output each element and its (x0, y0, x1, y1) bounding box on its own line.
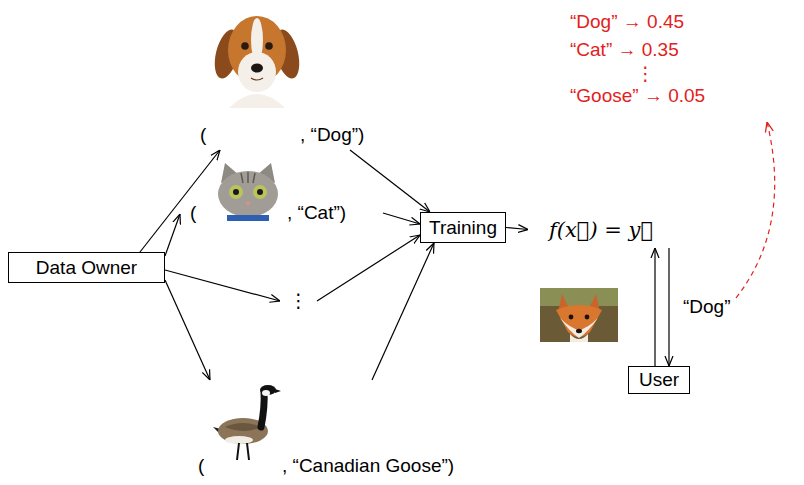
sample-pair: ( , “Cat”) (180, 160, 383, 227)
sample-pair: ( , “Dog”) (196, 0, 386, 150)
label-text: ( (190, 201, 196, 225)
arrow-connector (654, 248, 655, 366)
arrow-connector (668, 248, 669, 366)
node-text: Training (429, 216, 497, 240)
label-text: ( (198, 454, 204, 478)
output-score: “Dog” → 0.45 (570, 10, 684, 34)
arrow-connector (165, 270, 280, 301)
arrow-connector (317, 235, 420, 301)
node-text: f(x⃗) = y⃗ (549, 218, 653, 242)
training-box: Training (420, 212, 506, 243)
node-text: User (639, 368, 679, 392)
node-text: ⋮ (289, 289, 308, 313)
node-text: Data Owner (36, 256, 137, 280)
goose-photo (213, 385, 281, 460)
arrow-connector (350, 150, 430, 212)
cat-photo (218, 163, 278, 221)
arrow-connector (372, 243, 434, 380)
fox-photo (540, 288, 618, 342)
model-function: f(x⃗) = y⃗ (528, 211, 674, 248)
user-box: User (628, 366, 690, 394)
sample-pair: ( , “Canadian Goose”) (194, 380, 460, 480)
ellipsis: ⋮ (280, 284, 317, 318)
arrow-connector (165, 280, 210, 380)
data-owner-box: Data Owner (8, 252, 165, 283)
output-score: “Cat” → 0.35 (570, 38, 679, 62)
dog-photo (210, 16, 303, 108)
label-text: , “Cat”) (287, 201, 346, 225)
output-score: “Goose” → 0.05 (570, 84, 705, 108)
arrow-connector (383, 213, 420, 224)
dashed-leader (736, 122, 775, 298)
arrow-connector (140, 150, 220, 252)
output-score: ⋮ (636, 62, 655, 86)
arrow-connector (165, 214, 180, 256)
label-text: , “Dog”) (300, 123, 364, 147)
label-text: , “Canadian Goose”) (282, 454, 454, 478)
edge-label: “Dog” (681, 296, 733, 318)
arrow-connector (506, 228, 528, 230)
label-text: ( (200, 123, 206, 147)
